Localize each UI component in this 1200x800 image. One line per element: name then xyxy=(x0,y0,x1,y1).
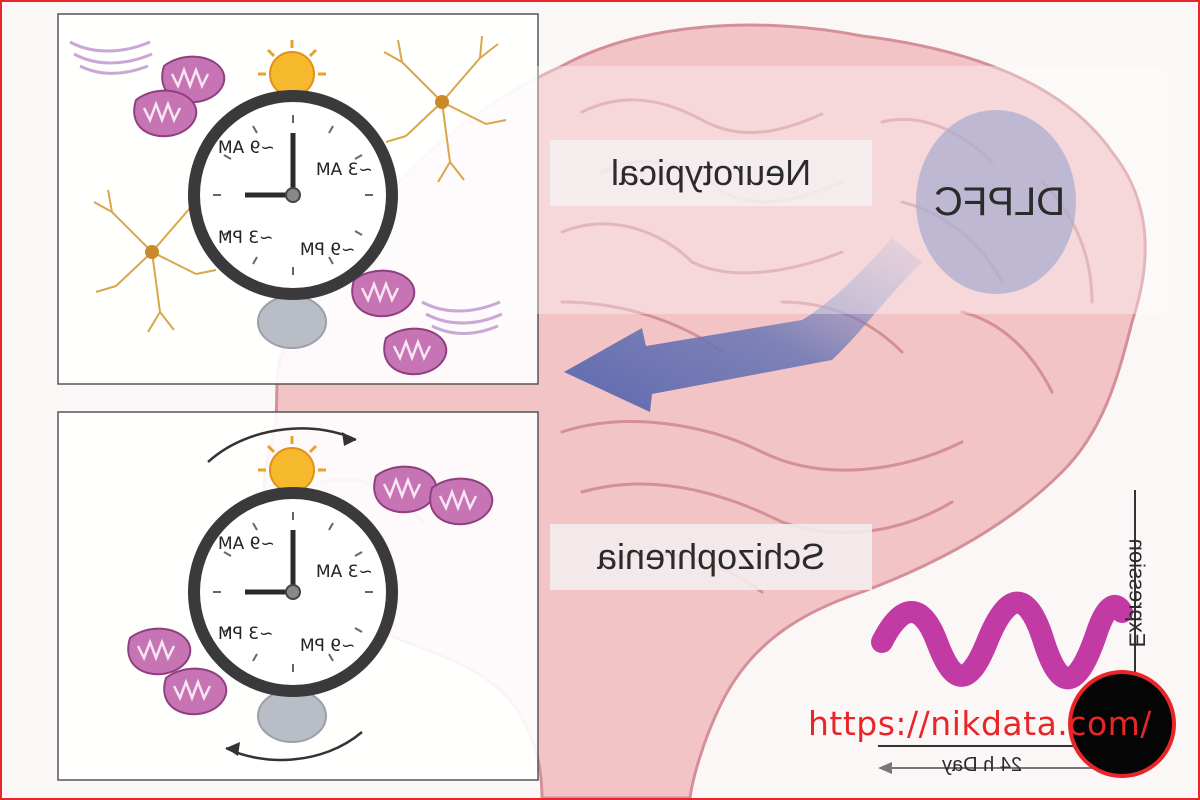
moon-icon xyxy=(257,295,327,349)
dlpfc-label: DLPFC xyxy=(934,180,1066,224)
neurotypical-label-box: Neurotypical xyxy=(550,140,872,206)
neurotypical-label: Neurotypical xyxy=(610,152,812,193)
clock-icon xyxy=(194,96,392,294)
dlpfc-region xyxy=(916,110,1076,294)
mitochondria-icon xyxy=(372,465,438,514)
mitochondria-icon xyxy=(132,89,198,138)
watermark-badge xyxy=(1068,670,1176,778)
expression-axis-label: Expression xyxy=(1124,538,1150,648)
golgi-icon xyxy=(69,40,503,335)
schizophrenia-label-box: Schizophrenia xyxy=(550,524,872,590)
clock-time-label: ~9 PM xyxy=(300,240,356,260)
watermark-url: https://nikdata.com/ xyxy=(808,704,1152,743)
clock-icon xyxy=(194,493,392,691)
mitochondria-icon xyxy=(382,327,448,376)
rotation-arrow xyxy=(225,731,363,762)
day-axis-label: 24 h Day xyxy=(942,754,1023,776)
clock-time-label: ~3 AM xyxy=(316,160,373,180)
clock-time-label: ~9 PM xyxy=(300,636,356,656)
mitochondria-icon xyxy=(428,477,494,526)
clock-time-label: ~3 PM xyxy=(218,228,274,248)
expression-wave xyxy=(871,591,1133,690)
schizophrenia-label: Schizophrenia xyxy=(596,536,826,577)
mitochondria-icon xyxy=(126,627,192,676)
direction-arrow xyxy=(564,238,922,412)
clock-time-label: ~3 PM xyxy=(218,624,274,644)
clock-time-label: ~9 AM xyxy=(218,534,275,554)
mitochondria-icon xyxy=(162,667,228,716)
clock-time-label: ~9 AM xyxy=(218,138,275,158)
mitochondria-icon xyxy=(350,269,416,318)
moon-icon xyxy=(257,689,327,743)
clock-time-label: ~3 AM xyxy=(316,562,373,582)
